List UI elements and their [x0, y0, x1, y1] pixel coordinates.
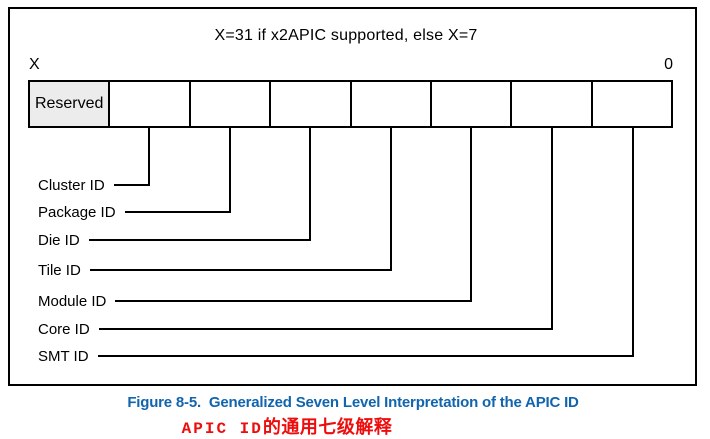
level-label-row: Core ID [38, 319, 553, 339]
connector-vline-package-id [229, 128, 231, 213]
low-bit-label: 0 [664, 56, 673, 73]
connector-hline [115, 300, 472, 302]
bit-field-tile-id [352, 82, 432, 126]
level-label-package-id: Package ID [38, 203, 116, 221]
level-label-row: Module ID [38, 291, 472, 311]
bit-field-row: Reserved [28, 80, 673, 128]
level-label-die-id: Die ID [38, 231, 80, 249]
bit-field-cluster-id [110, 82, 191, 126]
condition-note: X=31 if x2APIC supported, else X=7 [214, 27, 478, 44]
bit-field-package-id [191, 82, 272, 126]
connector-hline [113, 184, 150, 186]
level-label-row: SMT ID [38, 346, 634, 366]
level-label-module-id: Module ID [38, 292, 107, 310]
connector-vline-cluster-id [148, 128, 150, 186]
level-label-row: Package ID [38, 202, 231, 222]
level-label-row: Cluster ID [38, 175, 150, 195]
connector-vline-core-id [551, 128, 553, 330]
connector-hline [98, 328, 553, 330]
connector-hline [124, 211, 231, 213]
figure-caption-zh: APIC ID的通用七级解释 [0, 413, 574, 439]
connector-hline [97, 355, 634, 357]
connector-hline [88, 239, 311, 241]
connector-vline-module-id [470, 128, 472, 302]
reserved-field: Reserved [30, 82, 111, 126]
connector-vline-tile-id [390, 128, 392, 271]
level-label-row: Tile ID [38, 260, 392, 280]
caption-zh-translation: 的通用七级解释 [262, 417, 393, 437]
figure-caption-en: Figure 8-5. Generalized Seven Level Inte… [127, 394, 579, 411]
connector-hline [89, 269, 392, 271]
caption-zh-apic-id: APIC ID [181, 420, 263, 438]
bit-field-smt-id [593, 82, 671, 126]
level-label-row: Die ID [38, 230, 311, 250]
bit-field-die-id [271, 82, 352, 126]
level-label-core-id: Core ID [38, 320, 90, 338]
high-bit-label: X [29, 56, 40, 73]
connector-vline-smt-id [632, 128, 634, 357]
connector-vline-die-id [309, 128, 311, 241]
bit-field-module-id [432, 82, 513, 126]
diagram-frame [8, 7, 697, 386]
level-label-smt-id: SMT ID [38, 347, 89, 365]
bit-field-core-id [512, 82, 593, 126]
level-label-tile-id: Tile ID [38, 261, 81, 279]
level-label-cluster-id: Cluster ID [38, 176, 105, 194]
